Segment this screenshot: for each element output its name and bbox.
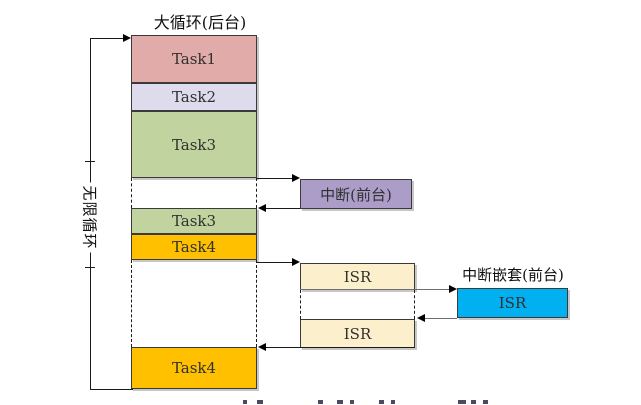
return-to-task4-arrowhead-icon: [258, 343, 266, 351]
to-interrupt-arrowhead-icon: [292, 174, 300, 182]
nested-interrupt-label: 中断嵌套(前台): [462, 266, 564, 284]
from-interrupt-arrowhead-icon: [258, 204, 266, 212]
loop-entry-arrowhead-icon: [123, 34, 131, 42]
task2-box: Task2: [131, 83, 257, 111]
gap2-right-dashed-edge: [256, 260, 257, 347]
to-nested-isr-arrowhead-icon: [449, 285, 457, 293]
loop-entry-line: [90, 38, 124, 39]
task4-box-last: Task4: [131, 347, 257, 389]
to-nested-isr-line: [300, 289, 450, 290]
loop-bottom-line: [90, 389, 133, 390]
return-to-task4-line: [264, 347, 415, 348]
background-loop-title: 大循环(后台): [153, 13, 247, 32]
loop-label-bottom-tick: [85, 267, 95, 268]
to-interrupt-line: [257, 178, 294, 179]
to-isr-arrowhead-icon: [292, 258, 300, 266]
from-nested-isr-arrowhead-icon: [417, 314, 425, 322]
from-interrupt-line: [264, 208, 300, 209]
from-nested-isr-line: [424, 318, 457, 319]
isr-gap-right-dashed-edge: [414, 290, 415, 319]
infinite-loop-label: 无限循环: [79, 182, 101, 253]
isr-gap-left-dashed-edge: [300, 290, 301, 319]
gap1-right-dashed-edge: [256, 178, 257, 208]
loop-label-top-tick: [85, 161, 95, 162]
task1-box: Task1: [131, 35, 257, 83]
task3-box-second: Task3: [131, 208, 257, 234]
isr-box-first: ISR: [300, 263, 415, 290]
to-isr-line: [257, 262, 294, 263]
gap1-left-dashed-edge: [131, 178, 132, 208]
isr-nested-box: ISR: [457, 288, 568, 318]
isr-box-second: ISR: [300, 319, 415, 348]
task3-box-first: Task3: [131, 111, 257, 178]
interrupt-box: 中断(前台): [300, 179, 412, 209]
task4-box-first: Task4: [131, 234, 257, 260]
gap2-left-dashed-edge: [131, 260, 132, 347]
